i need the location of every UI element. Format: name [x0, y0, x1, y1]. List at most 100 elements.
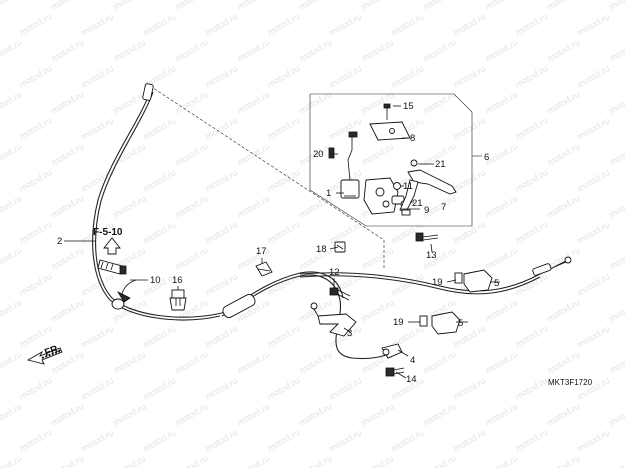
callout-labels: 1 2 3 4 5 5 6 7 8 9 10 11 12 13 14 15 16… — [57, 101, 499, 385]
clamp-17 — [255, 261, 273, 277]
watermark-text: motod.ru — [484, 401, 520, 427]
watermark-text: motod.ru — [422, 453, 458, 468]
watermark-text: motod.ru — [80, 63, 116, 89]
watermark-text: motod.ru — [608, 297, 625, 323]
watermark-text: motod.ru — [422, 89, 458, 115]
callout-18: 18 — [316, 244, 327, 255]
watermark-text: motod.ru — [142, 11, 178, 37]
watermark-text: motod.ru — [80, 11, 116, 37]
watermark-text: motod.ru — [484, 37, 520, 63]
callout-12: 12 — [329, 267, 340, 278]
callout-2: 2 — [57, 236, 62, 247]
direction-label: FR. — [43, 343, 62, 359]
fitting-4-14 — [381, 343, 405, 377]
watermark-text: motod.ru — [608, 0, 625, 12]
reference-arrow — [103, 237, 121, 255]
watermark-text: motod.ru — [576, 427, 612, 453]
reference-label: F-5-10 — [93, 227, 123, 238]
watermark-text: motod.ru — [18, 219, 54, 245]
watermark-text: motod.ru — [18, 11, 54, 37]
watermark-text: motod.ru — [328, 375, 364, 401]
watermark-text: motod.ru — [266, 219, 302, 245]
watermark-text: motod.ru — [266, 167, 302, 193]
watermark-text: motod.ru — [18, 115, 54, 141]
watermark-text: motod.ru — [390, 11, 426, 37]
watermark-text: motod.ru — [484, 193, 520, 219]
watermark-text: motod.ru — [360, 0, 396, 12]
watermark-text: motod.ru — [266, 271, 302, 297]
watermark-text: motod.ru — [0, 297, 23, 323]
callout-3: 3 — [347, 328, 352, 339]
callout-16: 16 — [172, 275, 183, 286]
watermark-text: motod.ru — [142, 427, 178, 453]
watermark-text: motod.ru — [50, 37, 86, 63]
watermark-text: motod.ru — [204, 167, 240, 193]
watermark-text: motod.ru — [174, 37, 210, 63]
clip-18 — [334, 241, 346, 253]
watermark-text: motod.ru — [112, 453, 148, 468]
watermark-text: motod.ru — [142, 375, 178, 401]
watermark-text: motod.ru — [514, 375, 550, 401]
watermark-text: motod.ru — [50, 89, 86, 115]
watermark-text: motod.ru — [546, 141, 582, 167]
watermark-text: motod.ru — [204, 375, 240, 401]
watermark-text: motod.ru — [18, 63, 54, 89]
watermark-text: motod.ru — [80, 323, 116, 349]
watermark-text: motod.ru — [514, 323, 550, 349]
watermark-text: motod.ru — [80, 427, 116, 453]
watermark-text: motod.ru — [80, 375, 116, 401]
watermark-text: motod.ru — [80, 167, 116, 193]
callout-7: 7 — [441, 202, 446, 213]
callout-11: 11 — [403, 181, 413, 192]
watermark-text: motod.ru — [174, 401, 210, 427]
watermark-text: motod.ru — [514, 11, 550, 37]
watermark-text: motod.ru — [298, 453, 334, 468]
watermark-text: motod.ru — [546, 0, 582, 12]
watermark-text: motod.ru — [298, 401, 334, 427]
watermark-text: motod.ru — [0, 401, 23, 427]
watermark-text: motod.ru — [576, 219, 612, 245]
watermark-text: motod.ru — [266, 375, 302, 401]
watermark-text: motod.ru — [142, 167, 178, 193]
callout-10: 10 — [150, 275, 161, 286]
watermark-text: motod.ru — [452, 11, 488, 37]
watermark-text: motod.ru — [236, 89, 272, 115]
watermark-text: motod.ru — [452, 167, 488, 193]
watermark-text: motod.ru — [0, 245, 23, 271]
watermark-text: motod.ru — [266, 323, 302, 349]
watermark-text: motod.ru — [174, 141, 210, 167]
watermark-text: motod.ru — [608, 349, 625, 375]
watermark-text: motod.ru — [266, 427, 302, 453]
watermark-text: motod.ru — [608, 89, 625, 115]
callout-8: 8 — [410, 133, 415, 144]
watermark-text: motod.ru — [204, 63, 240, 89]
watermark-text: motod.ru — [174, 453, 210, 468]
watermark-text: motod.ru — [328, 427, 364, 453]
watermark-text: motod.ru — [298, 37, 334, 63]
watermark-text: motod.ru — [50, 193, 86, 219]
watermark-text: motod.ru — [266, 63, 302, 89]
watermark-text: motod.ru — [514, 115, 550, 141]
watermark-text: motod.ru — [266, 11, 302, 37]
watermark-text: motod.ru — [452, 427, 488, 453]
watermark-text: motod.ru — [112, 193, 148, 219]
front-direction-arrow — [26, 347, 63, 365]
bolt-12 — [329, 287, 351, 301]
callout-4: 4 — [410, 355, 415, 366]
watermark-text: motod.ru — [112, 0, 148, 12]
watermark-text: motod.ru — [484, 89, 520, 115]
watermark-text: motod.ru — [452, 375, 488, 401]
watermark-text: motod.ru — [452, 63, 488, 89]
watermark-text: motod.ru — [50, 401, 86, 427]
watermark-text: motod.ru — [514, 167, 550, 193]
bracket-3 — [310, 302, 357, 337]
watermark-text: motod.ru — [142, 115, 178, 141]
watermark-text: motod.ru — [608, 141, 625, 167]
watermark-text: motod.ru — [360, 401, 396, 427]
assembly-outline — [309, 93, 482, 227]
watermark-text: motod.ru — [546, 193, 582, 219]
watermark-text: motod.ru — [142, 219, 178, 245]
watermark-text: motod.ru — [18, 375, 54, 401]
watermark-text: motod.ru — [142, 323, 178, 349]
